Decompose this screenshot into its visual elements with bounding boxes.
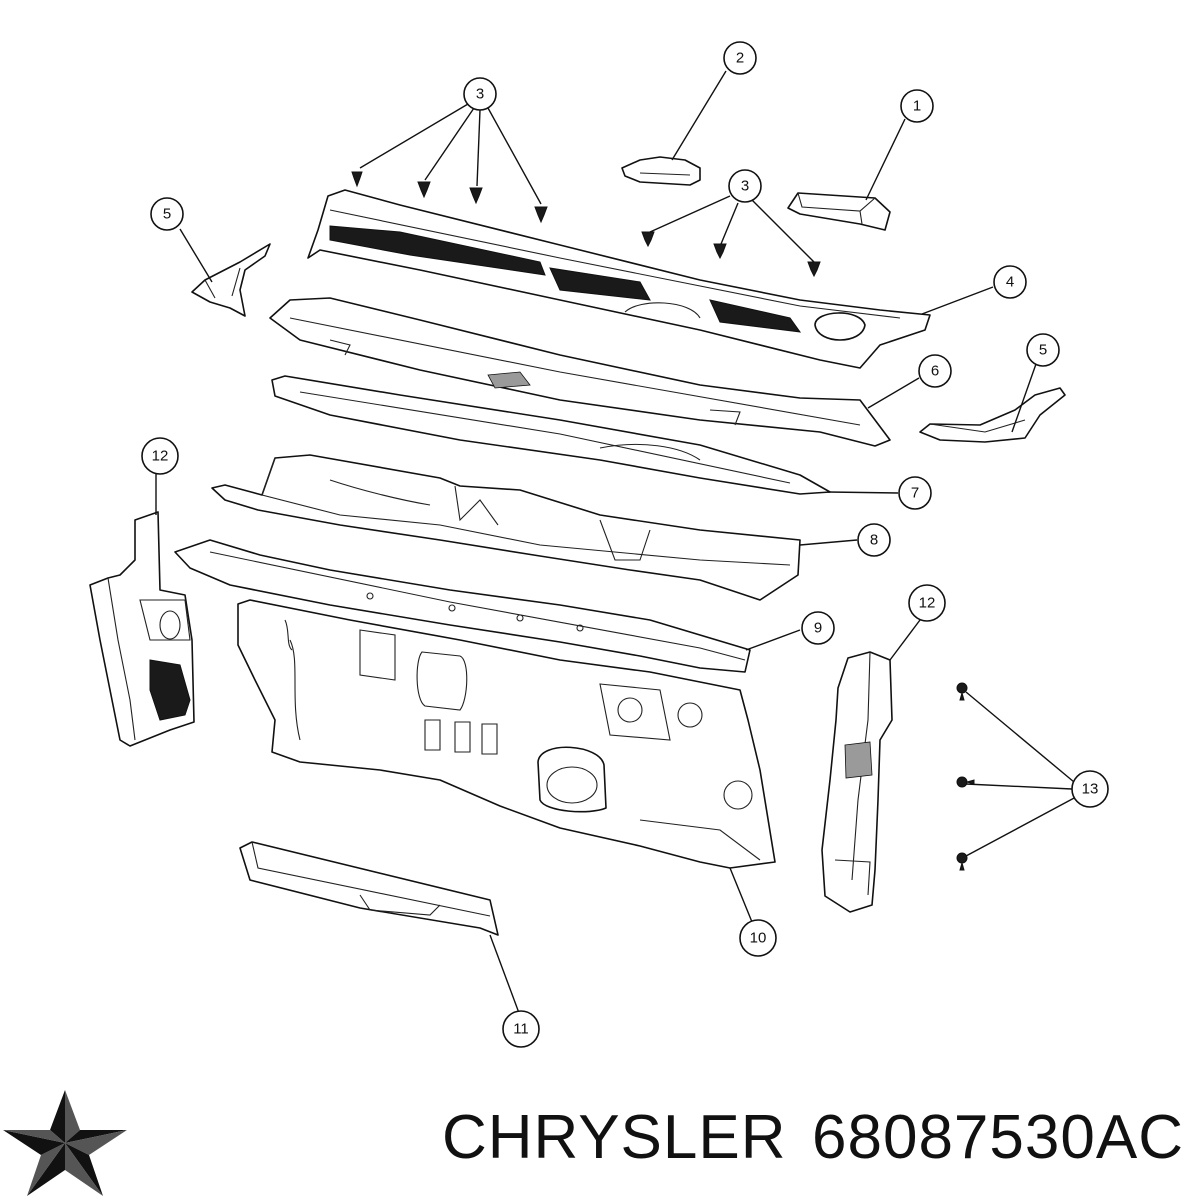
part-3-fasteners [351,171,821,278]
part-6-cowl-panel [269,297,891,447]
callout-10: 10 [739,919,777,957]
callout-5-right: 5 [1026,333,1060,367]
callout-2: 2 [723,41,757,75]
part-13-screws [956,682,975,871]
svg-text:3: 3 [476,86,484,103]
part-8-plenum-panel [211,454,801,601]
part-1-cover [787,192,891,231]
part-12-right-bracket [821,651,893,913]
callout-9: 9 [801,611,835,645]
svg-text:4: 4 [1006,274,1014,291]
svg-text:7: 7 [911,485,919,502]
part-10-dash-panel [237,599,776,869]
part-12-left-bracket [89,511,195,747]
svg-text:3: 3 [741,178,749,195]
callout-4: 4 [993,265,1027,299]
svg-text:5: 5 [1039,342,1047,359]
part-5-left-bracket [191,243,271,317]
callout-12-right: 12 [908,584,946,622]
part-5-right-bracket [919,387,1066,443]
callout-13: 13 [1071,770,1109,808]
callout-8: 8 [857,523,891,557]
svg-text:2: 2 [736,50,744,67]
callout-7: 7 [898,476,932,510]
leader-lines [155,70,1077,1014]
svg-text:1: 1 [913,98,921,115]
callout-12-left: 12 [141,437,179,475]
callout-6: 6 [918,354,952,388]
callout-3-upper: 3 [463,77,497,111]
part-7-reinforcement [271,375,831,495]
part-2-grille [621,156,701,186]
svg-text:10: 10 [750,930,767,947]
part-number: 68087530AC [812,1103,1184,1172]
part-11-crossmember [239,841,499,936]
callout-11: 11 [502,1010,540,1048]
svg-text:12: 12 [919,595,936,612]
svg-text:9: 9 [814,620,822,637]
svg-text:11: 11 [513,1021,529,1038]
callout-3-lower: 3 [728,169,762,203]
part-4-cowl-top-panel [307,189,931,369]
callout-5-left: 5 [150,197,184,231]
svg-text:6: 6 [931,363,939,380]
brand-name: CHRYSLER [442,1103,787,1172]
svg-text:12: 12 [152,448,169,465]
svg-text:8: 8 [870,532,878,549]
part-9-lower-cowl [174,539,751,673]
svg-text:13: 13 [1082,781,1099,798]
callout-1: 1 [900,89,934,123]
chrysler-pentastar-logo-icon [3,1090,127,1196]
svg-text:5: 5 [163,206,171,223]
